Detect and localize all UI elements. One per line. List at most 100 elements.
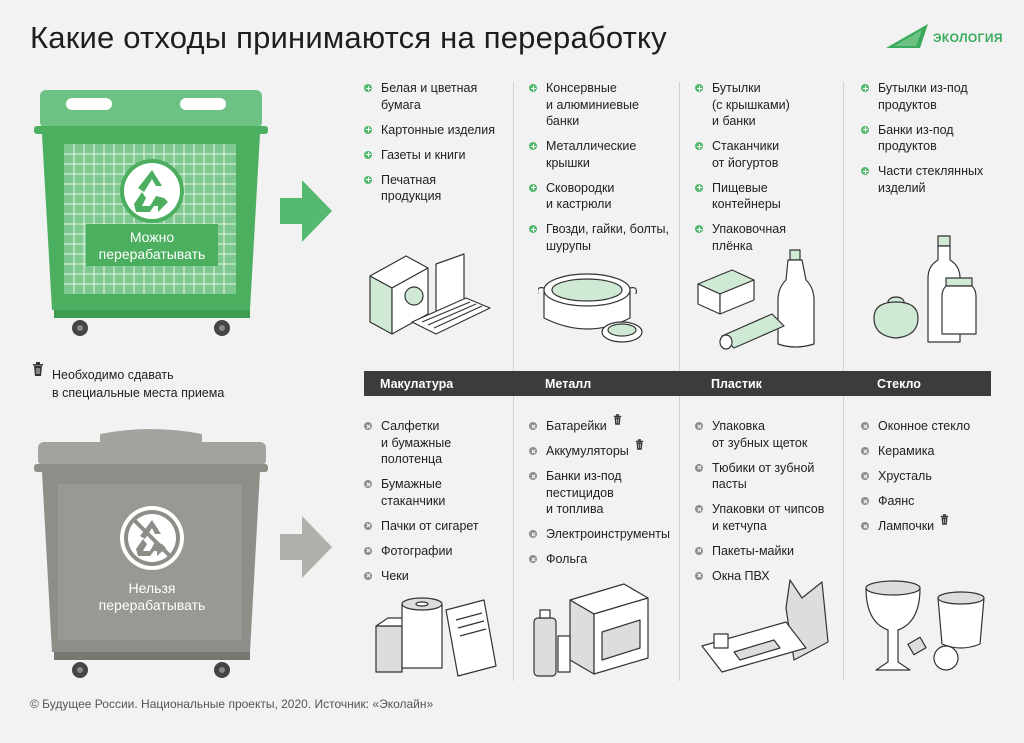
plus-icon: [861, 167, 869, 175]
nonrecyclable-bin-label: Нельзя перерабатывать: [98, 580, 206, 613]
column-divider: [679, 396, 680, 681]
list-item: Оконное стекло: [861, 418, 1021, 435]
cross-icon: [861, 422, 869, 430]
cross-icon: [364, 480, 372, 488]
cross-icon: [364, 546, 372, 555]
column-divider: [513, 396, 514, 681]
list-item: Аккумуляторы: [529, 439, 689, 460]
plus-icon: [695, 183, 703, 192]
cross-icon: [695, 463, 703, 472]
list-item: Консервные и алюминиевые банки: [529, 80, 689, 130]
cross-icon: [695, 505, 703, 513]
list-item: Бумажные стаканчики: [364, 476, 524, 509]
cross-icon: [364, 422, 372, 430]
list-item: Печатная продукция: [364, 172, 524, 205]
plus-icon: [529, 142, 537, 150]
paper-waste-illustration: [375, 597, 497, 677]
glass-waste-illustration: [865, 580, 985, 671]
footer-source: © Будущее России. Национальные проекты, …: [30, 697, 434, 711]
plus-icon: [861, 125, 869, 134]
nonrecyclable-paper-list: Салфетки и бумажные полотенца Бумажные с…: [364, 418, 524, 593]
category-glass: Стекло: [877, 377, 921, 391]
cross-icon: [364, 521, 372, 530]
trash-bin-icon: [635, 439, 644, 450]
plus-icon: [695, 225, 703, 233]
trash-bin-icon: [940, 514, 949, 525]
list-item: Сковородки и кастрюли: [529, 180, 689, 213]
list-item: Белая и цветная бумага: [364, 80, 524, 113]
nonrecyclable-plastic-list: Упаковка от зубных щеток Тюбики от зубно…: [695, 418, 855, 593]
list-item: Окна ПВХ: [695, 568, 855, 585]
recyclable-glass-list: Бутылки из-под продуктов Банки из-под пр…: [861, 80, 1021, 205]
list-item: Пачки от сигарет: [364, 518, 524, 535]
recyclable-bin-illustration: [34, 90, 268, 336]
arrow-right-icon: [280, 516, 332, 578]
plus-icon: [861, 84, 869, 92]
plus-icon: [695, 142, 703, 150]
page-title: Какие отходы принимаются на переработку: [30, 20, 667, 55]
list-item: Газеты и книги: [364, 147, 524, 164]
list-item: Банки из-под продуктов: [861, 122, 1021, 155]
metal-waste-illustration: [533, 583, 649, 677]
list-item: Лампочки: [861, 514, 1021, 535]
list-item: Фотографии: [364, 543, 524, 560]
special-disposal-note: Необходимо сдавать в специальные места п…: [52, 368, 225, 400]
cross-icon: [529, 555, 537, 563]
nonrecyclable-glass-list: Оконное стекло Керамика Хрусталь Фаянс Л…: [861, 418, 1021, 543]
list-item: Упаковка от зубных щеток: [695, 418, 855, 451]
column-divider: [513, 82, 514, 372]
cross-icon: [529, 422, 537, 430]
cross-icon: [861, 447, 869, 455]
plus-icon: [364, 150, 372, 159]
plus-icon: [364, 175, 372, 184]
column-divider: [843, 396, 844, 681]
brand-logo-icon: [886, 24, 928, 48]
brand-label: ЭКОЛОГИЯ: [933, 31, 1003, 45]
list-item: Электроинструменты: [529, 526, 689, 543]
list-item: Стаканчики от йогуртов: [695, 138, 855, 171]
trash-bin-icon: [33, 362, 43, 376]
pot-illustration: [538, 273, 643, 343]
category-plastic: Пластик: [711, 377, 762, 391]
category-metal: Металл: [545, 377, 592, 391]
nonrecyclable-metal-list: Батарейки Аккумуляторы Банки из-под пест…: [529, 414, 689, 576]
cross-icon: [861, 472, 869, 480]
list-item: Чеки: [364, 568, 524, 585]
list-item: Металлические крышки: [529, 138, 689, 171]
plus-icon: [364, 125, 372, 134]
arrow-right-icon: [280, 180, 332, 242]
plus-icon: [529, 84, 537, 92]
cross-icon: [861, 497, 869, 505]
plus-icon: [529, 225, 537, 233]
list-item: Банки из-под пестицидов и топлива: [529, 468, 689, 518]
cross-icon: [364, 571, 372, 580]
plastic-waste-illustration: [701, 579, 829, 673]
list-item: Тюбики от зубной пасты: [695, 460, 855, 493]
plus-icon: [364, 84, 372, 92]
recyclable-paper-list: Белая и цветная бумага Картонные изделия…: [364, 80, 524, 213]
column-divider: [679, 82, 680, 372]
list-item: Упаковки от чипсов и кетчупа: [695, 501, 855, 534]
recyclable-bin-label: Можно перерабатывать: [98, 229, 206, 262]
glass-items-illustration: [873, 235, 977, 343]
cross-icon: [695, 546, 703, 555]
trash-bin-icon: [613, 414, 622, 425]
plastic-items-illustration: [697, 249, 815, 350]
list-item: Пищевые контейнеры: [695, 180, 855, 213]
paper-items-illustration: [369, 253, 491, 335]
list-item: Керамика: [861, 443, 1021, 460]
cross-icon: [695, 422, 703, 430]
list-item: Бутылки (с крышками) и банки: [695, 80, 855, 130]
list-item: Упаковочная плёнка: [695, 221, 855, 254]
list-item: Бутылки из-под продуктов: [861, 80, 1021, 113]
category-bar: Макулатура Металл Пластик Стекло: [364, 371, 991, 396]
list-item: Гвозди, гайки, болты, шурупы: [529, 221, 689, 254]
cross-icon: [861, 522, 869, 530]
list-item: Салфетки и бумажные полотенца: [364, 418, 524, 468]
list-item: Части стеклянных изделий: [861, 163, 1021, 196]
cross-icon: [695, 571, 703, 580]
category-paper: Макулатура: [380, 377, 454, 391]
column-divider: [843, 82, 844, 372]
recyclable-plastic-list: Бутылки (с крышками) и банки Стаканчики …: [695, 80, 855, 263]
recyclable-metal-list: Консервные и алюминиевые банки Металличе…: [529, 80, 689, 263]
